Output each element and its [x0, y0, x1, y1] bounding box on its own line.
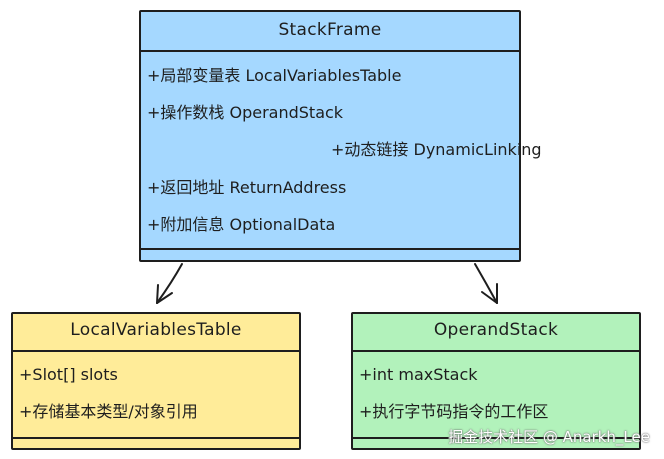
stack-frame-attr-return-address: +返回地址 ReturnAddress — [147, 178, 347, 197]
arrow-to-operand-stack — [474, 263, 498, 304]
stack-frame-attr-optional-data: +附加信息 OptionalData — [147, 215, 336, 234]
local-variables-table-attr-storage: +存储基本类型/对象引用 — [19, 402, 198, 421]
stack-frame-class: StackFrame +局部变量表 LocalVariablesTable +操… — [139, 10, 542, 262]
stack-frame-divider — [141, 50, 519, 52]
local-variables-table-bottom-divider — [13, 437, 299, 439]
local-variables-table-title: LocalVariablesTable — [70, 320, 242, 340]
operand-stack-class: OperandStack +int maxStack +执行字节码指令的工作区 — [351, 312, 641, 450]
operand-stack-attr-max-stack: +int maxStack — [359, 365, 478, 384]
stack-frame-attr-dynamic-linking: +动态链接 DynamicLinking — [331, 140, 542, 159]
stack-frame-attr-local-vars: +局部变量表 LocalVariablesTable — [147, 66, 402, 85]
local-variables-table-attr-slots: +Slot[] slots — [19, 365, 118, 384]
operand-stack-divider — [353, 350, 639, 352]
stack-frame-attr-operand-stack: +操作数栈 OperandStack — [147, 103, 344, 122]
operand-stack-title: OperandStack — [433, 320, 559, 340]
local-variables-table-class: LocalVariablesTable +Slot[] slots +存储基本类… — [11, 312, 301, 450]
stack-frame-title: StackFrame — [278, 20, 382, 40]
operand-stack-bottom-divider — [353, 437, 639, 439]
arrow-to-local-variables-table — [156, 263, 183, 304]
watermark: 掘金技术社区 @ Anarkh_Lee — [448, 428, 650, 446]
local-variables-table-divider — [13, 350, 299, 352]
operand-stack-attr-workspace: +执行字节码指令的工作区 — [359, 402, 549, 421]
stack-frame-bottom-divider — [141, 248, 519, 250]
